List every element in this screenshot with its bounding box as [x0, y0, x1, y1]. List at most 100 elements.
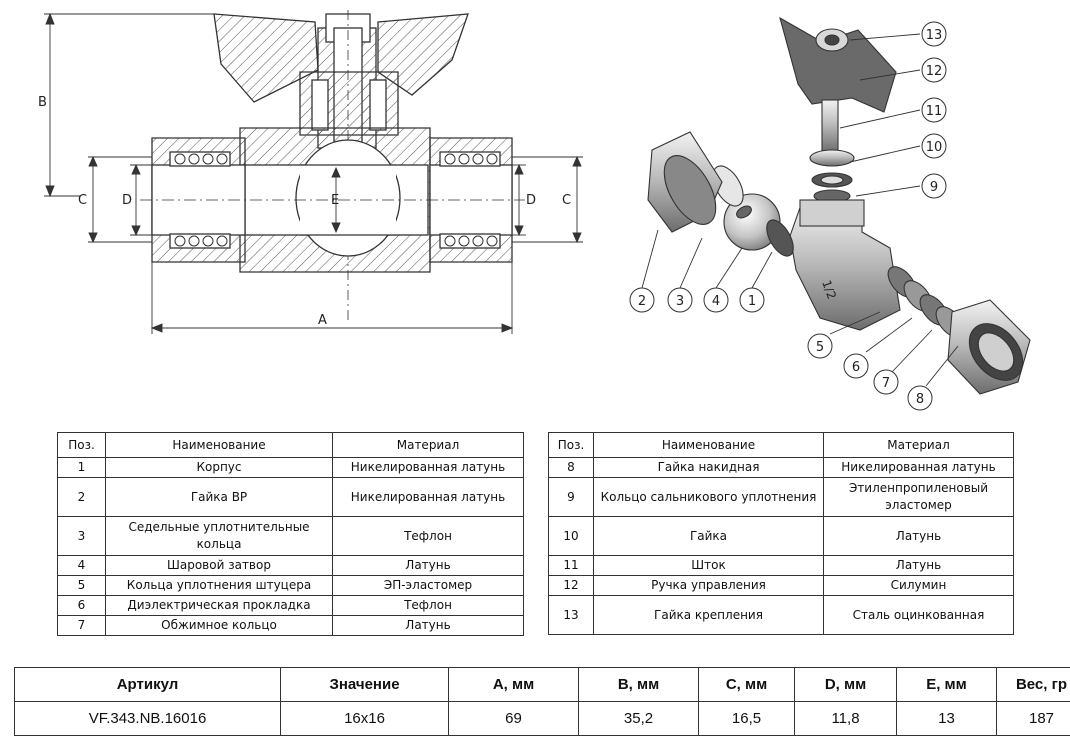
cell-material: Тефлон [332, 516, 524, 556]
spec-value: 16x16 [280, 701, 449, 736]
svg-text:4: 4 [712, 294, 720, 309]
spec-table-header: Артикул Значение A, мм B, мм C, мм D, мм… [14, 667, 1070, 702]
table-row: 8 Гайка накидная Никелированная латунь [548, 457, 1014, 478]
callout-13: 13 [921, 21, 947, 47]
cell-name: Ручка управления [593, 575, 824, 596]
dim-label-c-right: C [562, 193, 571, 208]
cell-pos: 10 [548, 516, 594, 556]
exploded-right-spring [887, 266, 965, 338]
svg-text:1: 1 [748, 294, 756, 309]
spec-header-d: D, мм [794, 667, 897, 702]
callout-7: 7 [873, 369, 899, 395]
spec-d: 11,8 [794, 701, 897, 736]
cell-material: ЭП-эластомер [332, 575, 524, 596]
table-row: 4 Шаровой затвор Латунь [57, 555, 524, 576]
spec-b: 35,2 [578, 701, 699, 736]
spec-header-e: E, мм [896, 667, 997, 702]
table-row: 7 Обжимное кольцо Латунь [57, 615, 524, 636]
table-row: 5 Кольца уплотнения штуцера ЭП-эластомер [57, 575, 524, 596]
cell-material: Силумин [823, 575, 1014, 596]
header-pos: Поз. [57, 432, 106, 458]
spec-article: VF.343.NB.16016 [14, 701, 281, 736]
spec-header-article: Артикул [14, 667, 281, 702]
callout-11: 11 [921, 97, 947, 123]
cell-name: Гайка [593, 516, 824, 556]
cell-name: Корпус [105, 457, 333, 478]
parts-table-left: Поз. Наименование Материал 1 Корпус Нике… [57, 432, 524, 636]
dim-label-a: A [318, 313, 327, 328]
spec-header-a: A, мм [448, 667, 579, 702]
section-view [140, 10, 525, 320]
cell-material: Латунь [823, 555, 1014, 576]
cell-pos: 6 [57, 595, 106, 616]
table-row: 1 Корпус Никелированная латунь [57, 457, 524, 478]
svg-text:7: 7 [882, 376, 890, 391]
cell-name: Диэлектрическая прокладка [105, 595, 333, 616]
spec-header-b: B, мм [578, 667, 699, 702]
cell-material: Сталь оцинкованная [823, 595, 1014, 635]
table-row: VF.343.NB.16016 16x16 69 35,2 16,5 11,8 … [14, 701, 1070, 736]
leader-lines [641, 33, 959, 387]
cell-name: Кольцо сальникового уплотнения [593, 477, 824, 517]
svg-text:2: 2 [638, 294, 646, 309]
svg-text:11: 11 [926, 104, 943, 119]
svg-text:3: 3 [676, 294, 684, 309]
spec-table: Артикул Значение A, мм B, мм C, мм D, мм… [14, 667, 1070, 736]
cell-name: Гайка ВР [105, 477, 333, 517]
table-row: 10 Гайка Латунь [548, 516, 1014, 556]
header-pos: Поз. [548, 432, 594, 458]
spec-a: 69 [448, 701, 579, 736]
cell-pos: 8 [548, 457, 594, 478]
dim-label-d-left: D [122, 193, 132, 208]
table-row: 2 Гайка ВР Никелированная латунь [57, 477, 524, 517]
svg-text:8: 8 [916, 392, 924, 407]
body-marking: 1/2 [819, 278, 839, 301]
cell-pos: 1 [57, 457, 106, 478]
cell-name: Гайка крепления [593, 595, 824, 635]
callout-2: 2 [629, 287, 655, 313]
cell-pos: 4 [57, 555, 106, 576]
spec-header-c: C, мм [698, 667, 795, 702]
svg-text:6: 6 [852, 360, 860, 375]
dim-label-d-right: D [526, 193, 536, 208]
svg-text:13: 13 [926, 28, 943, 43]
cell-pos: 11 [548, 555, 594, 576]
cell-material: Латунь [332, 555, 524, 576]
table-row: 3 Седельные уплотнительные кольца Тефлон [57, 516, 524, 556]
spec-header-value: Значение [280, 667, 449, 702]
header-name: Наименование [593, 432, 824, 458]
cell-pos: 12 [548, 575, 594, 596]
table-row: 13 Гайка крепления Сталь оцинкованная [548, 595, 1014, 635]
callout-8: 8 [907, 385, 933, 411]
svg-text:10: 10 [926, 140, 943, 155]
callouts: 13 12 11 10 9 2 3 4 1 5 6 7 8 [629, 21, 947, 411]
exploded-view [647, 16, 1031, 395]
exploded-stem [821, 99, 839, 153]
callout-1: 1 [739, 287, 765, 313]
cell-material: Тефлон [332, 595, 524, 616]
callout-4: 4 [703, 287, 729, 313]
dimension-lines [44, 12, 583, 334]
callout-6: 6 [843, 353, 869, 379]
table-row: 12 Ручка управления Силумин [548, 575, 1014, 596]
header-material: Материал [823, 432, 1014, 458]
cell-name: Гайка накидная [593, 457, 824, 478]
table-row: 9 Кольцо сальникового уплотнения Этиленп… [548, 477, 1014, 517]
dim-label-e: E [331, 193, 339, 208]
cell-material: Никелированная латунь [332, 457, 524, 478]
table-row: 11 Шток Латунь [548, 555, 1014, 576]
cell-name: Шаровой затвор [105, 555, 333, 576]
svg-text:5: 5 [816, 340, 824, 355]
cell-pos: 5 [57, 575, 106, 596]
dim-label-b: B [38, 95, 47, 110]
spec-header-weight: Вес, гр [996, 667, 1070, 702]
callout-3: 3 [667, 287, 693, 313]
header-name: Наименование [105, 432, 333, 458]
callout-12: 12 [921, 57, 947, 83]
parts-table-header: Поз. Наименование Материал [548, 432, 1014, 458]
parts-table-right: Поз. Наименование Материал 8 Гайка накид… [548, 432, 1014, 635]
cell-pos: 2 [57, 477, 106, 517]
callout-5: 5 [807, 333, 833, 359]
spec-e: 13 [896, 701, 997, 736]
cell-material: Латунь [823, 516, 1014, 556]
